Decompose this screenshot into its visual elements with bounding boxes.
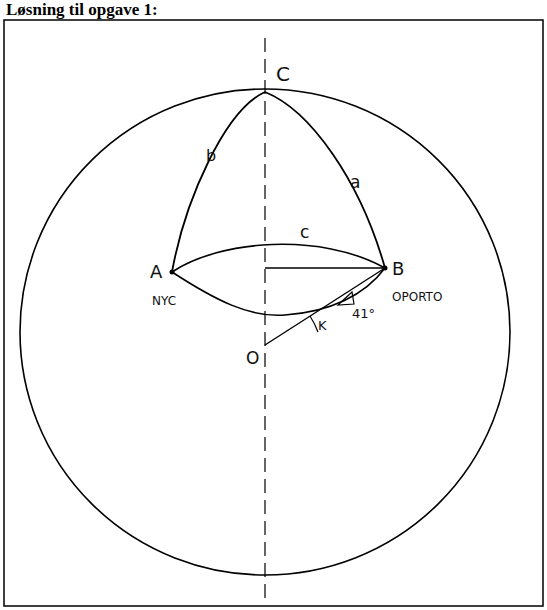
point-label: O [246,348,259,368]
point [170,270,175,275]
city-label: NYC [152,294,176,308]
angle-label: K [318,318,327,333]
arc-a [265,92,385,268]
radius-line [265,267,385,268]
arc-b [172,92,265,272]
angle-mark [338,292,354,305]
angle-arc [310,316,318,332]
point-label: A [150,261,162,282]
side-label: a [350,172,360,192]
angle-value: 41° [352,306,375,321]
side-label: c [300,222,309,242]
radius-line [265,268,385,345]
arc-c [172,244,385,272]
point-label: B [392,258,404,279]
point [383,266,388,271]
frame [4,20,543,606]
title: Løsning til opgave 1: [6,0,158,20]
side-label: b [206,146,216,165]
city-label: OPORTO [392,290,442,304]
axis [264,38,265,602]
point-label: C [276,62,290,86]
